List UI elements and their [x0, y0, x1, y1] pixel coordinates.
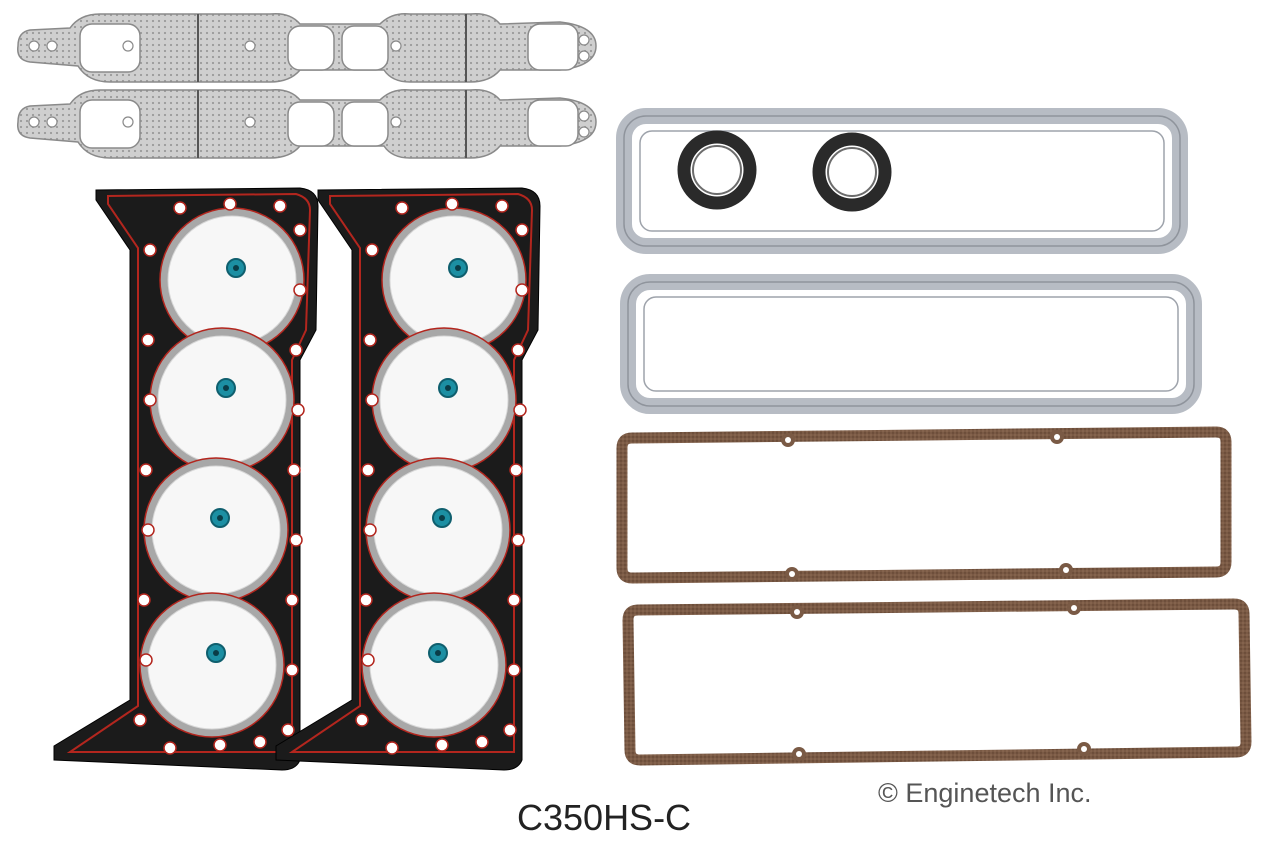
cylinder-head-gasket [53, 187, 319, 771]
exhaust-manifold-gasket [17, 12, 597, 83]
spark-plug-tube-seal-right [812, 132, 892, 212]
rubber-valve-cover-gasket-bottom [620, 274, 1202, 414]
exhaust-manifold-gasket [17, 88, 597, 159]
head-gasket-group [53, 187, 541, 771]
rubber-valve-cover-gasket-top [616, 108, 1188, 254]
cylinder-head-gasket [275, 187, 541, 771]
exhaust-gasket-group [17, 12, 597, 159]
spark-plug-tube-seal-left [677, 130, 757, 210]
part-number-label: C350HS-C [517, 797, 692, 838]
copyright-notice: © Enginetech Inc. [878, 778, 1092, 808]
cork-valve-cover-gasket-top [616, 426, 1232, 584]
cork-valve-cover-gasket-bottom [622, 598, 1252, 766]
